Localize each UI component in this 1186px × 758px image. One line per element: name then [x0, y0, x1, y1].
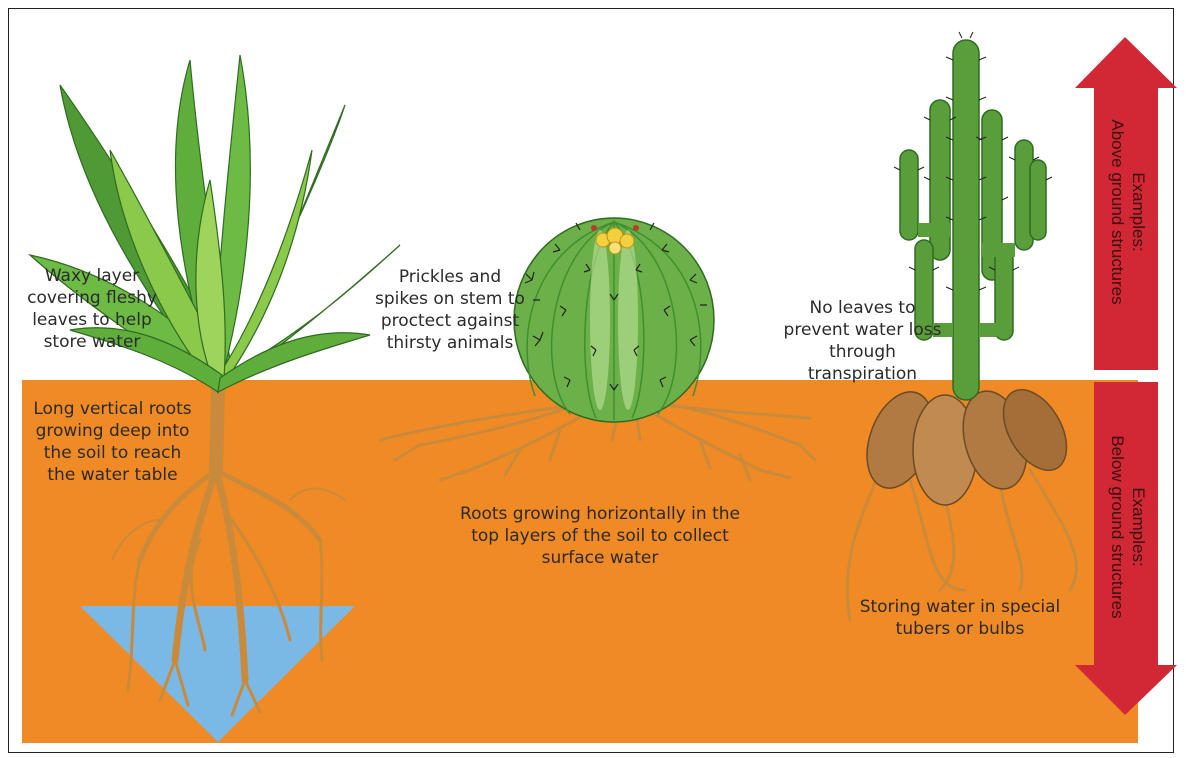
barrel-roots-label: Roots growing horizontally in the top la… — [445, 503, 755, 569]
aloe-roots-label: Long vertical roots growing deep into th… — [20, 398, 205, 486]
above-ground-arrow-label: Examples: Above ground structures — [1105, 107, 1149, 317]
aloe-leaves-label: Waxy layer covering fleshy leaves to hel… — [22, 265, 162, 353]
barrel-cactus — [514, 218, 714, 422]
cactus-leaves-label: No leaves to prevent water loss through … — [775, 297, 950, 385]
below-ground-arrow-label: Examples: Below ground structures — [1105, 422, 1149, 632]
cactus-tubers-label: Storing water in special tubers or bulbs — [845, 596, 1075, 640]
barrel-spikes-label: Prickles and spikes on stem to proctect … — [365, 266, 535, 354]
